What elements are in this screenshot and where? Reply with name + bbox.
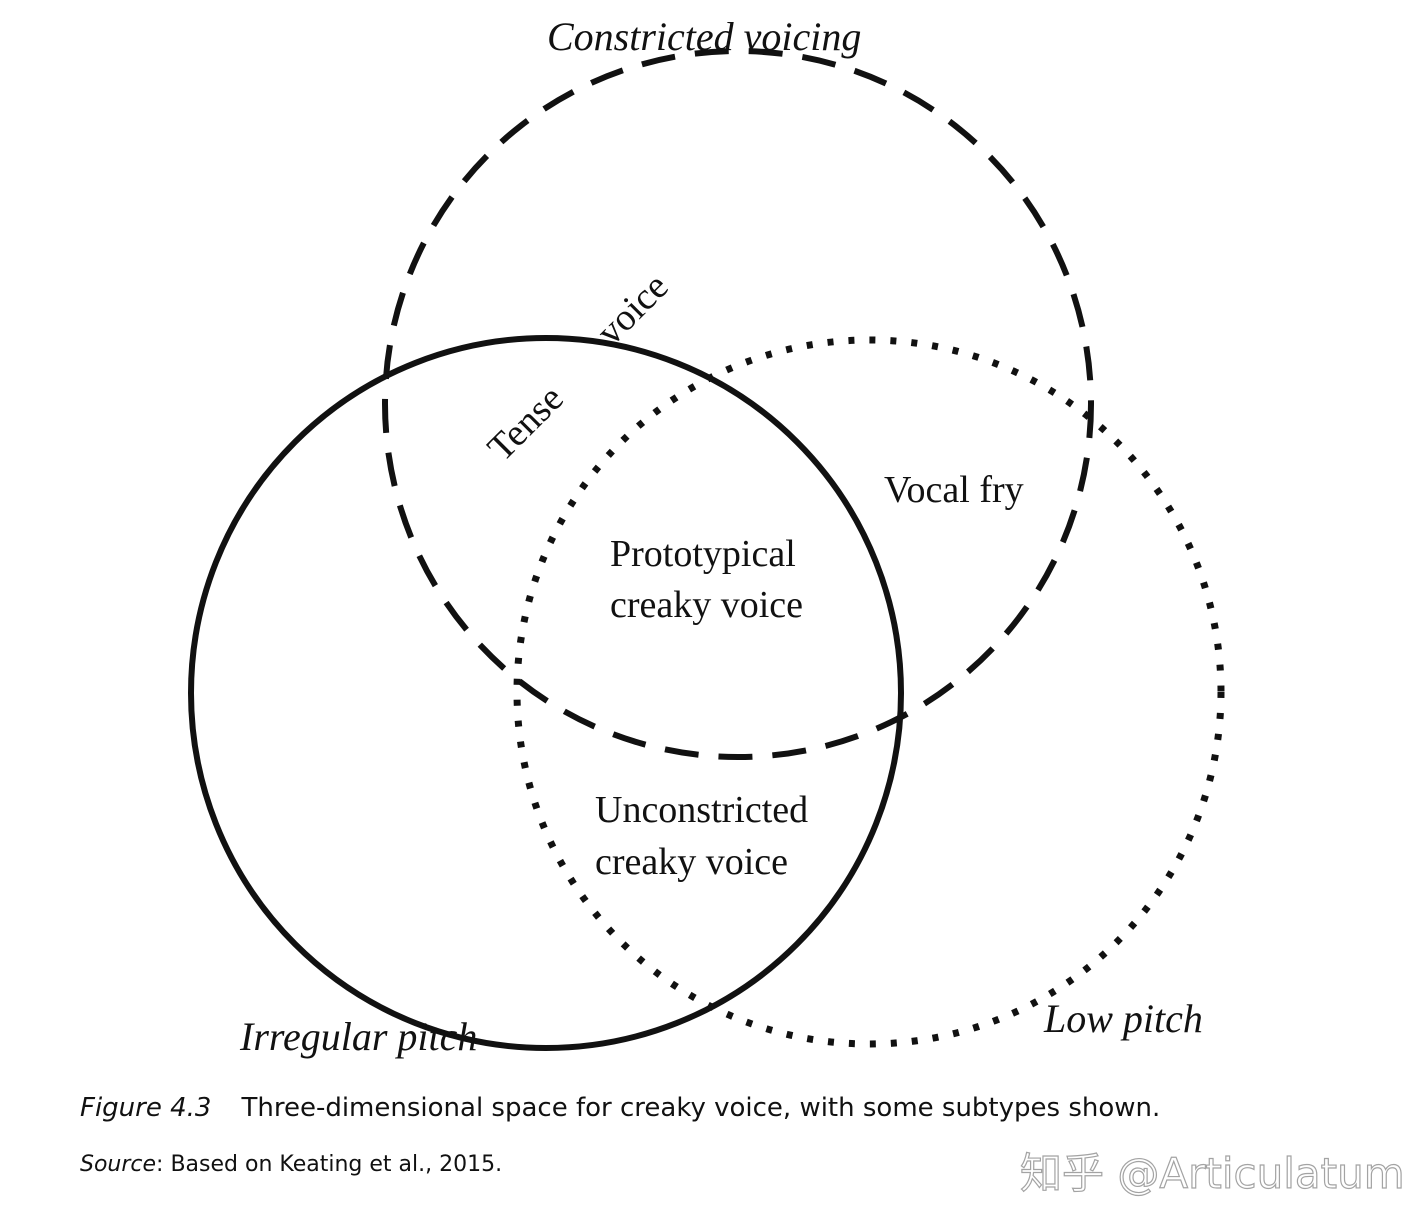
irregular-pitch-circle: [188, 335, 904, 1051]
irregular-pitch-label: Irregular pitch: [239, 1014, 477, 1059]
watermark: 知乎 @Articulatum: [1019, 1148, 1405, 1198]
low-pitch-circle: [513, 336, 1225, 1048]
vocal-fry-label: Vocal fry: [884, 469, 1024, 511]
constricted-voicing-label: Constricted voicing: [547, 14, 861, 59]
figure-source: Source: Based on Keating et al., 2015.: [80, 1152, 502, 1177]
caption-text: Three-dimensional space for creaky voice…: [241, 1093, 1161, 1123]
prototypical-label-line2: creaky voice: [610, 584, 803, 626]
figure-caption: Figure 4.3 Three-dimensional space for cr…: [80, 1093, 1160, 1123]
source-label: Source: [80, 1152, 157, 1177]
unconstricted-label-line2: creaky voice: [595, 841, 788, 883]
source-text: : Based on Keating et al., 2015.: [156, 1152, 503, 1177]
tense-label: Tense: [480, 377, 572, 469]
low-pitch-label: Low pitch: [1043, 996, 1203, 1041]
unconstricted-label-line1: Unconstricted: [595, 789, 808, 831]
figure-number: Figure 4.3: [80, 1093, 212, 1123]
constricted-voicing-circle: [382, 48, 1094, 760]
prototypical-label-line1: Prototypical: [610, 533, 796, 575]
